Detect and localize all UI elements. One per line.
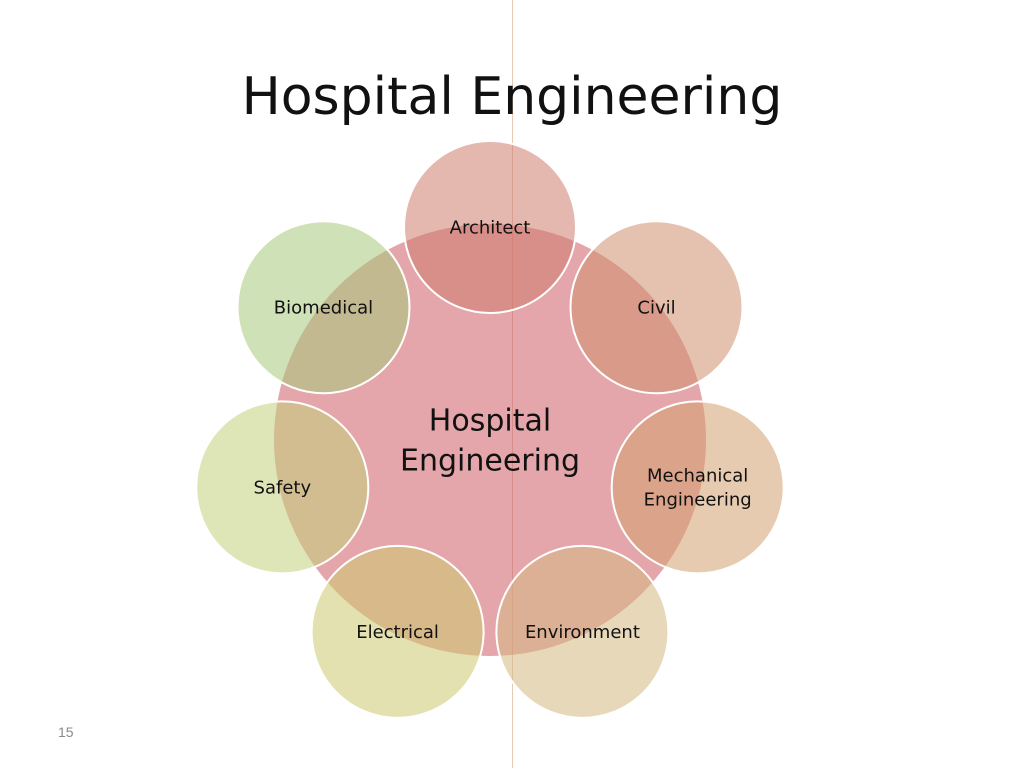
slide-title: Hospital Engineering <box>241 67 783 127</box>
node-architect-circle <box>403 140 577 314</box>
node-mechanical-engineering-label-line: Engineering <box>644 490 752 511</box>
node-architect-label-line: Architect <box>450 217 531 238</box>
node-environment-label-line: Environment <box>525 622 640 643</box>
node-architect: Architect <box>403 140 577 314</box>
node-electrical-label: Electrical <box>356 622 439 643</box>
node-environment-label: Environment <box>525 622 640 643</box>
node-civil-label: Civil <box>637 297 675 318</box>
node-architect-label: Architect <box>450 217 531 238</box>
center-circle-label-line: Engineering <box>400 444 580 479</box>
node-environment-circle <box>495 544 670 719</box>
node-civil: Civil <box>569 220 744 395</box>
node-environment: Environment <box>495 544 670 719</box>
node-biomedical: Biomedical <box>236 220 411 395</box>
node-biomedical-label-line: Biomedical <box>274 297 373 318</box>
center-circle-label-line: Hospital <box>429 404 551 439</box>
node-civil-circle <box>569 220 744 395</box>
page-number: 15 <box>58 724 74 740</box>
node-biomedical-circle <box>236 220 411 395</box>
node-electrical: Electrical <box>310 544 485 719</box>
node-safety: Safety <box>195 400 370 575</box>
node-biomedical-label: Biomedical <box>274 297 373 318</box>
node-safety-label-line: Safety <box>254 478 312 499</box>
node-civil-label-line: Civil <box>637 297 675 318</box>
node-safety-circle <box>195 400 370 575</box>
node-safety-label: Safety <box>254 478 312 499</box>
node-mechanical-engineering-label-line: Mechanical <box>647 466 748 487</box>
node-electrical-label-line: Electrical <box>356 622 439 643</box>
node-electrical-circle <box>310 544 485 719</box>
node-mechanical-engineering-circle <box>610 400 785 575</box>
